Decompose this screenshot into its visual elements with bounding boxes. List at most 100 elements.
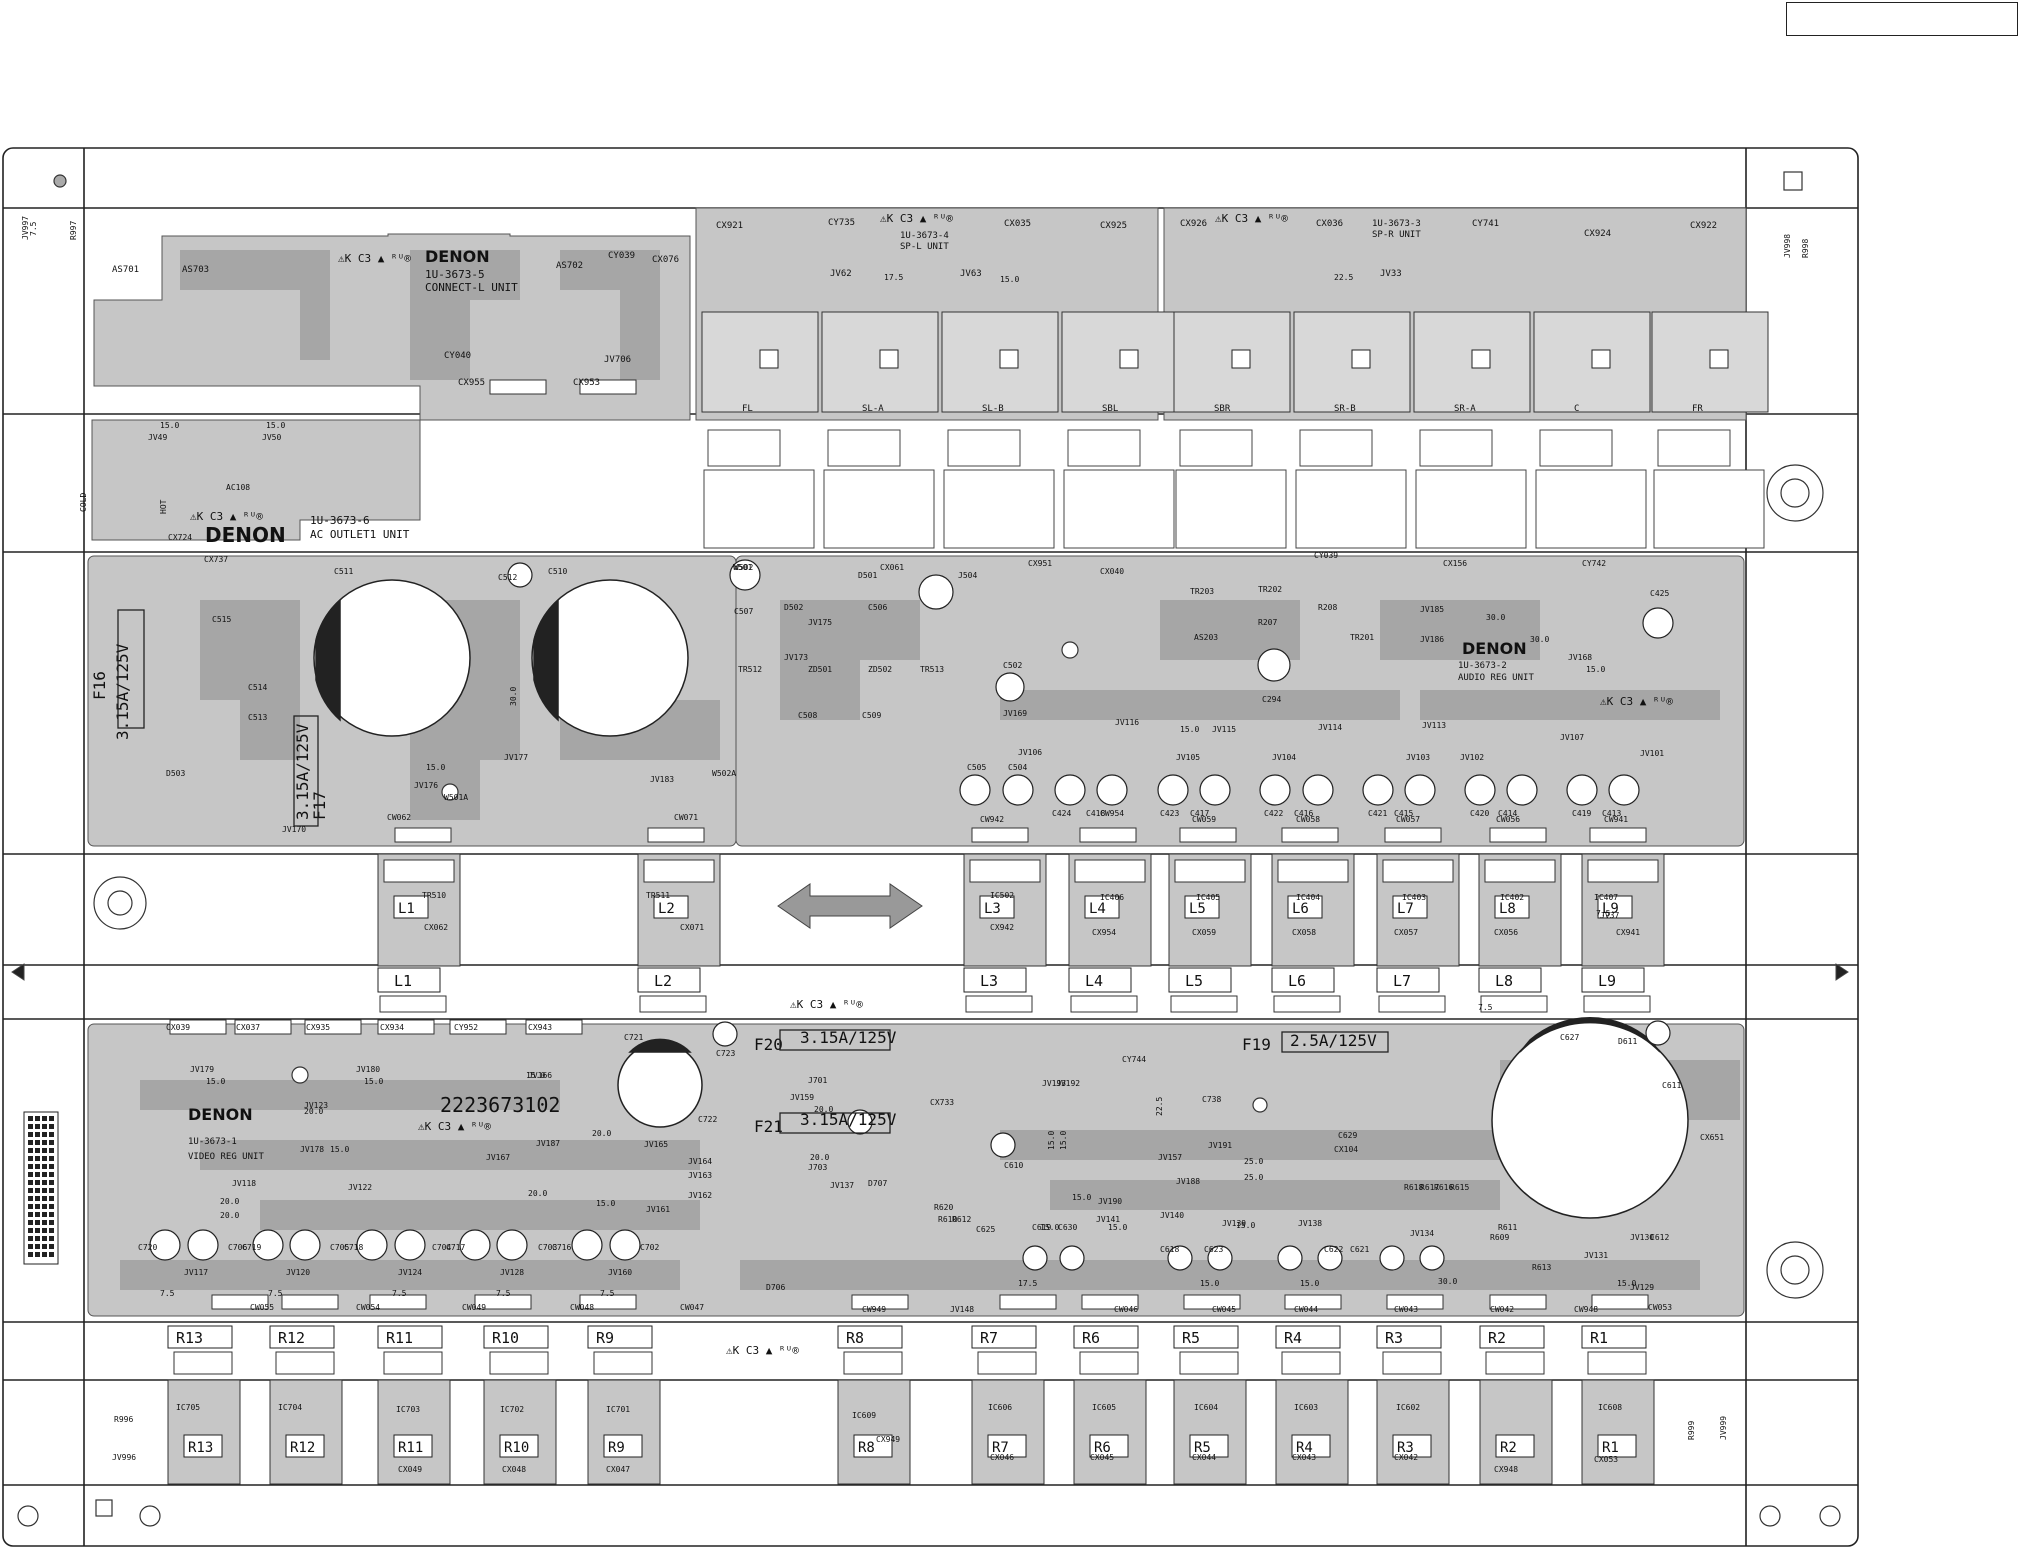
dimension: 7.5 [268,1289,283,1298]
capacitor [1259,774,1291,806]
dimension: 15.0 [596,1199,615,1208]
edge-pin [49,1156,54,1161]
r-label: R6 [1082,1329,1100,1347]
dimension: 30.0 [1438,1277,1457,1286]
r-label-inner: R6 [1094,1440,1111,1456]
component-ref: CX954 [1092,928,1116,937]
component-ref: CX926 [1180,219,1207,229]
component-ref: JV178 [300,1145,324,1154]
component-ref: JV140 [1160,1211,1184,1220]
l-connector [1480,995,1548,1013]
dimension: 7.5 [160,1289,175,1298]
component-ref: CX049 [398,1465,422,1474]
component-ref: JV138 [1298,1219,1322,1228]
edge-pin [35,1244,40,1249]
r-connector [977,1351,1037,1375]
ic-header [1174,859,1246,883]
connector-strip [1284,1294,1342,1310]
component-ref: JV113 [1422,721,1446,730]
r-box [393,1434,433,1458]
component-ref: R616 [1434,1183,1453,1192]
component-ref: C509 [862,711,881,720]
edge-pin [28,1132,33,1137]
component-ref: C515 [212,615,231,624]
edge-pin [49,1204,54,1209]
name-sp-l: SP-L UNIT [900,242,949,252]
component-ref: CX058 [1292,928,1316,937]
connector-strip [647,827,705,843]
r-tag [167,1325,233,1349]
r-label-inner: R2 [1500,1440,1517,1456]
component-ref: IC606 [988,1403,1012,1412]
component-ref: R611 [1498,1223,1517,1232]
component-ref: CX061 [880,563,904,572]
component-ref: CW071 [674,813,698,822]
component-ref: C513 [248,713,267,722]
edge-pin [49,1124,54,1129]
component-ref: JV176 [414,781,438,790]
component-ref: JV50 [262,433,281,442]
name-audio: AUDIO REG UNIT [1458,673,1534,683]
component-ref: JV49 [148,433,167,442]
ic-package [587,1379,661,1485]
component-ref: W501A [444,793,468,802]
component-ref: C630 [1058,1223,1077,1232]
l-label-inner: L5 [1189,901,1206,917]
connector-strip [1281,827,1339,843]
connector-strip [169,1019,227,1035]
connector-strip [304,1019,362,1035]
fuse-f17-rating: 3.15A/125V [293,723,312,820]
component-ref: JV107 [1560,733,1584,742]
terminal-pad [879,349,899,369]
component-ref: TR203 [1190,587,1214,596]
capacitor [571,1229,603,1261]
component-ref: C419 [1572,809,1591,818]
connector-strip [1589,827,1647,843]
edge-pin [49,1148,54,1153]
component-ref: JV167 [486,1153,510,1162]
component-ref: CX076 [652,255,679,265]
edge-pin [28,1164,33,1169]
ic-header [969,859,1041,883]
component-ref: CX045 [1090,1453,1114,1462]
component-ref: C619 [1032,1223,1051,1232]
capacitor [1277,1245,1303,1271]
capacitor [1404,774,1436,806]
r-tag [377,1325,443,1349]
component-ref: JV120 [286,1268,310,1277]
capacitor [1059,1245,1085,1271]
terminal-jack [827,429,901,467]
terminal-jack [1179,429,1253,467]
r-label: R10 [492,1329,519,1347]
terminal-jack [1539,429,1613,467]
dimension: 15.0 [266,421,285,430]
title-box [1786,2,2018,36]
connector-strip [369,1294,427,1310]
r-connector [1079,1351,1139,1375]
dimension: 7.5 [496,1289,511,1298]
capacitor [1317,1245,1343,1271]
capacitor [609,1229,641,1261]
component-ref: ZD501 [808,665,832,674]
ic-package [1581,1379,1655,1485]
component-ref: C718 [344,1243,363,1252]
component-ref: CX046 [990,1453,1014,1462]
component-ref: CY039 [1314,551,1338,560]
ic-package [1275,1379,1349,1485]
ic-package [269,1379,343,1485]
fuse-f19-ref: F19 [1242,1035,1271,1054]
connector-strip [394,827,452,843]
r-box [603,1434,643,1458]
part-ac: 1U-3673-6 [310,514,370,527]
edge-pin [49,1252,54,1257]
component-ref: CX922 [1690,221,1717,231]
component-ref: CW045 [1212,1305,1236,1314]
terminal-jack [1067,429,1141,467]
component-ref: JV177 [504,753,528,762]
component-ref: JV192 [1056,1079,1080,1088]
connector-strip [999,1294,1057,1310]
component-ref: AS703 [182,265,209,275]
component-ref: CX953 [573,378,600,388]
edge-pin [42,1116,47,1121]
